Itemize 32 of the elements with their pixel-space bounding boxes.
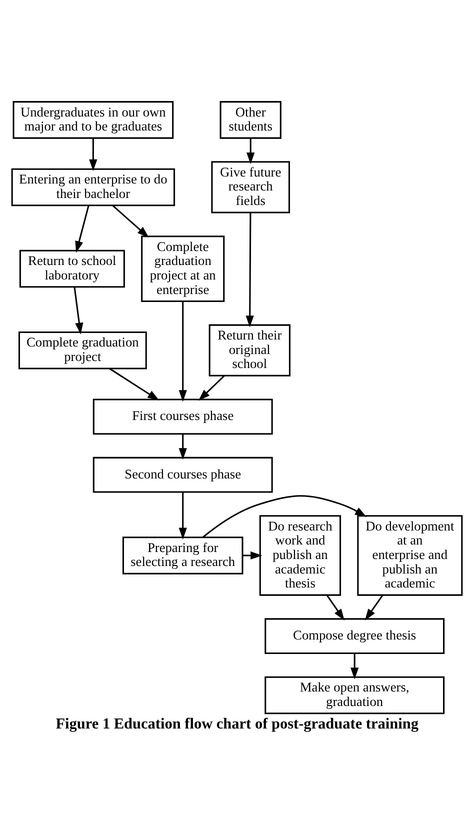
arrow (350, 653, 359, 680)
arrow (112, 204, 149, 238)
node-box: Complete graduation project (18, 331, 147, 370)
node-box: Make open answers, graduation (264, 676, 445, 714)
arrow (178, 301, 187, 402)
node-box: Undergraduates in our own major and to be graduates (12, 101, 174, 139)
node-box: Compose degree thesis (264, 618, 445, 654)
node-box: Preparing for selecting a research (122, 536, 244, 574)
arrow (202, 495, 367, 538)
arrow (178, 492, 187, 540)
arrow (89, 138, 98, 171)
node-box: First courses phase (92, 398, 273, 435)
node-box: Return their original school (208, 324, 290, 376)
arrow (242, 551, 262, 560)
arrow (74, 286, 84, 334)
arrow (198, 375, 225, 401)
caption: Figure 1 Education flow chart of post-graduate training (56, 715, 418, 732)
arrow (75, 205, 90, 253)
node-box: Return to school laboratory (19, 250, 125, 288)
node-box: Give future research fields (211, 161, 290, 214)
arrow (109, 368, 160, 401)
node-box: Do development at an enterprise and publish an academic (357, 515, 463, 596)
arrow (246, 212, 254, 328)
node-box: Do research work and publish an academic thesis (259, 515, 342, 596)
arrow (326, 594, 344, 620)
arrow (364, 594, 384, 620)
node-box: Second courses phase (92, 456, 273, 493)
node-box: Complete graduation project at an enterprise (141, 236, 225, 302)
arrow (246, 138, 255, 164)
node-box: Other students (220, 101, 282, 139)
node-box: Entering an enterprise to do their bachelor (11, 168, 176, 206)
arrow (178, 434, 187, 460)
